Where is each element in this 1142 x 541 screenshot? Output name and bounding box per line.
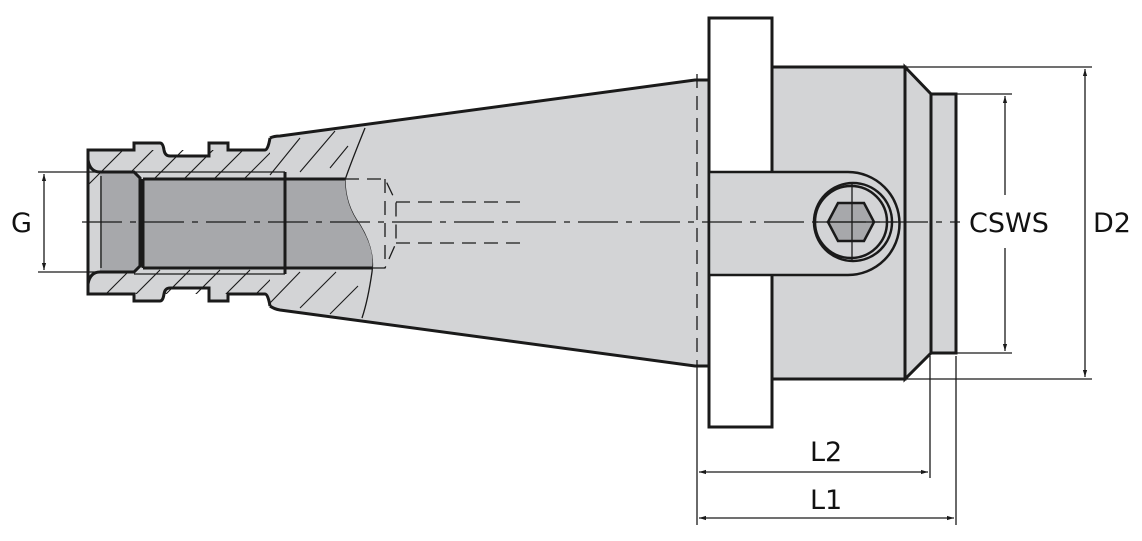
dimension-d2: D2 (905, 66, 1131, 380)
label-csws: CSWS (969, 208, 1049, 239)
label-g: G (11, 208, 32, 239)
dimension-l1: L1 (699, 485, 954, 521)
taper-cone (269, 74, 709, 372)
dimension-l2: L2 (699, 437, 928, 475)
dimension-g: G (11, 171, 134, 273)
label-l1: L1 (810, 485, 842, 516)
label-d2: D2 (1093, 208, 1131, 239)
label-l2: L2 (810, 437, 842, 468)
section-hatching (88, 150, 270, 294)
dimension-cswS: CSWS (956, 93, 1049, 354)
